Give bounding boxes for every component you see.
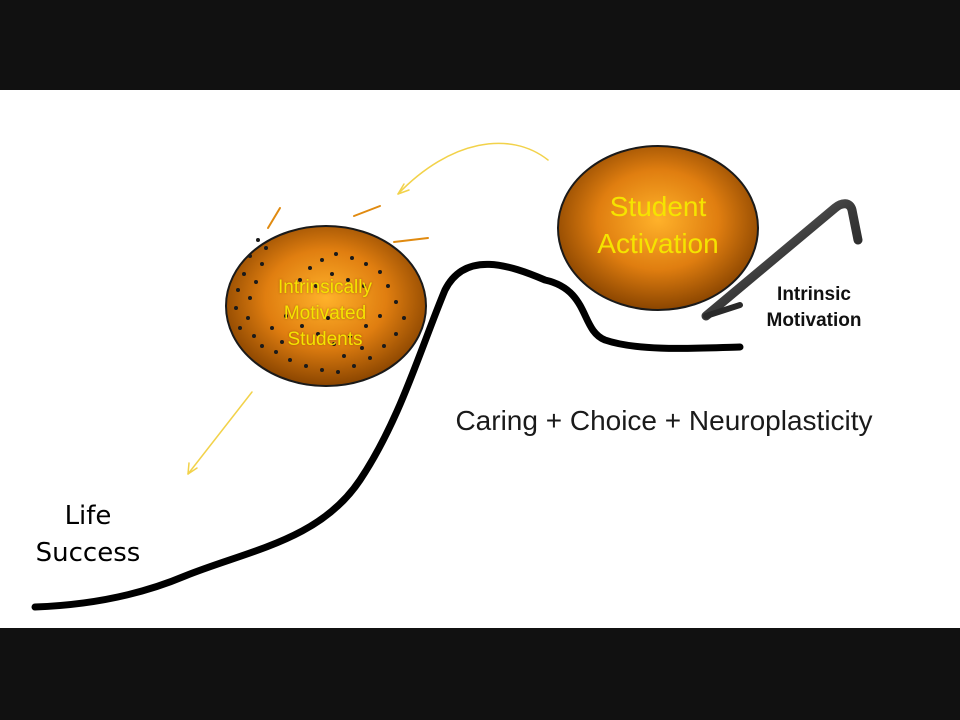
success-curve [31,260,744,611]
motion-arrow-icon [187,142,549,475]
dot-pattern [234,238,406,374]
diagram-slide: Intrinsically Motivated Students Student… [0,90,960,628]
activation-ball [557,145,759,311]
activation-ball-label: Student Activation [597,191,719,259]
letterbox-top [0,0,960,90]
crowbar-icon [701,199,863,321]
life-success-label: Life Success [35,501,141,568]
lever-label: Intrinsic Motivation [766,284,862,331]
motion-streaks [267,205,429,243]
letterbox-bottom [0,628,960,720]
intrinsic-ball [225,225,427,387]
intrinsic-ball-label: Intrinsically Motivated Students [278,277,372,350]
formula-text: Caring + Choice + Neuroplasticity [455,405,873,436]
diagram-canvas [31,142,863,611]
